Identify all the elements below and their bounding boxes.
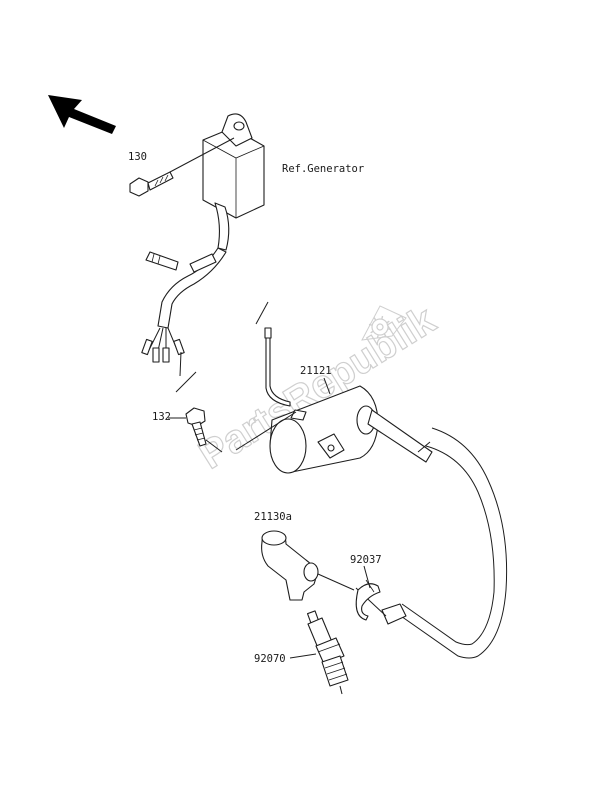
leader-92037 [363,565,371,589]
cdi-unit [202,113,265,251]
spark-plug [306,610,349,695]
arrow-up-left-icon [48,95,116,134]
label-ref-generator: Ref.Generator [282,163,364,175]
label-92070: 92070 [254,653,286,665]
clamp [355,579,381,621]
label-130: 130 [128,151,147,163]
leader-92070 [289,653,317,659]
cdi-harness [141,247,227,393]
ht-lead [355,409,508,659]
label-132: 132 [152,411,171,423]
label-92037: 92037 [350,554,382,566]
plug-cap [261,530,355,601]
bolt-130 [129,137,235,197]
ignition-coil [235,377,379,474]
label-21121: 21121 [300,365,332,377]
gear-icon [368,315,392,339]
label-21130a: 21130a [254,511,292,523]
watermark-logo-frame [361,305,407,341]
coil-wire [255,301,291,407]
bolt-132 [185,407,223,453]
